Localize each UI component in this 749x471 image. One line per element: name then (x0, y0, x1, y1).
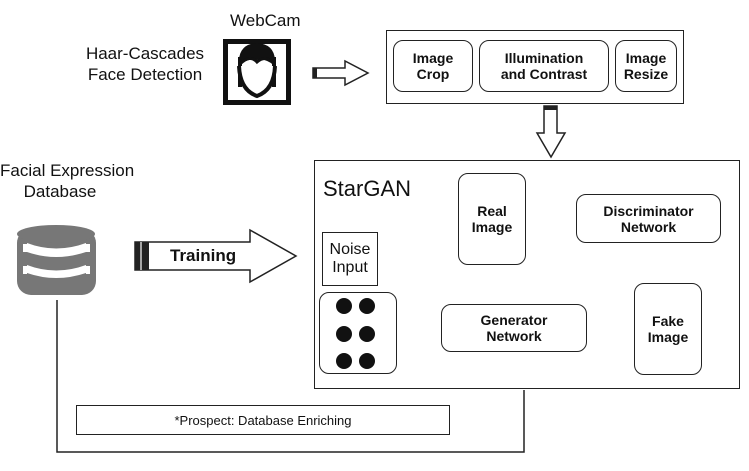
discriminator-network-box: Discriminator Network (576, 194, 721, 243)
noise-input-box: Noise Input (322, 232, 378, 286)
database-label: Facial Expression Database (0, 160, 135, 202)
face-scan-icon (223, 39, 291, 105)
real-image-box: Real Image (458, 173, 526, 265)
noise-input-line2: Input (332, 259, 368, 276)
fake-image-line2: Image (647, 329, 689, 345)
noise-input-line1: Noise (329, 241, 371, 258)
database-icon (17, 225, 96, 295)
generator-line1: Generator (480, 312, 548, 328)
stargan-title: StarGAN (323, 176, 412, 201)
prospect-label: *Prospect: Database Enriching (174, 412, 352, 428)
illumination-line1: Illumination (504, 50, 584, 66)
fake-image-line1: Fake (652, 313, 684, 329)
discriminator-line1: Discriminator (603, 202, 694, 219)
arrow-webcam-to-preprocessing (312, 59, 370, 87)
face-detection-line1: Haar-Cascades (85, 44, 205, 63)
image-crop-box: Image Crop (393, 40, 473, 92)
noise-dots-icon (336, 298, 375, 369)
training-label: Training (170, 246, 237, 265)
generator-network-box: Generator Network (441, 304, 587, 352)
database-line1: Facial Expression (0, 161, 135, 180)
image-resize-box: Image Resize (615, 40, 677, 92)
real-image-line2: Image (471, 219, 513, 235)
illumination-contrast-box: Illumination and Contrast (479, 40, 609, 92)
discriminator-line2: Network (620, 218, 677, 235)
face-detection-label: Haar-Cascades Face Detection (80, 43, 210, 85)
face-detection-line2: Face Detection (87, 65, 203, 84)
enrichment-loop-line (56, 300, 525, 453)
fake-image-box: Fake Image (634, 283, 702, 375)
image-resize-line2: Resize (623, 66, 669, 82)
webcam-label: WebCam (230, 11, 301, 30)
noise-dots-box (319, 292, 397, 374)
generator-line2: Network (486, 328, 542, 344)
training-arrow (134, 228, 298, 284)
illumination-line2: and Contrast (500, 66, 588, 82)
image-resize-line1: Image (625, 50, 667, 66)
image-crop-line1: Image (412, 50, 454, 66)
prospect-box: *Prospect: Database Enriching (76, 405, 450, 435)
real-image-line1: Real (477, 203, 507, 219)
image-crop-line2: Crop (416, 66, 450, 82)
database-line2: Database (23, 182, 97, 201)
arrow-preprocessing-to-stargan (535, 105, 567, 159)
